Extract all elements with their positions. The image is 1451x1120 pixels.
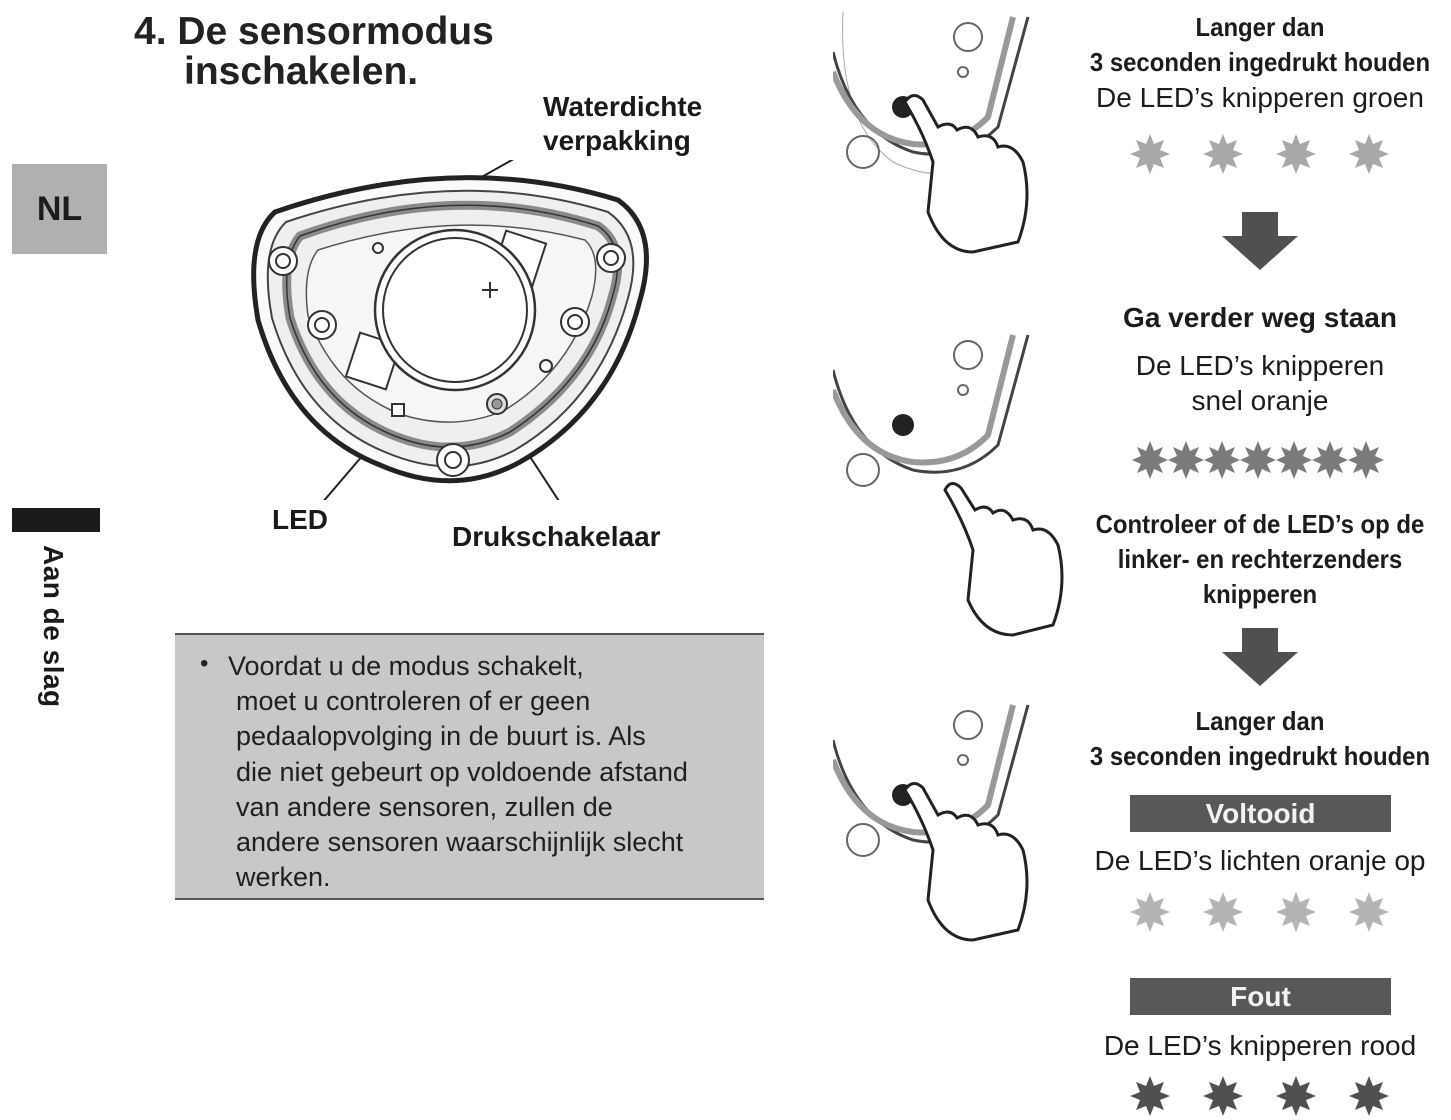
down-arrow-icon bbox=[1222, 212, 1298, 270]
section-marker-bar bbox=[12, 508, 100, 532]
led-star-icon bbox=[1132, 441, 1168, 479]
step2-check-line-1: Controleer of de LED’s op de bbox=[1095, 509, 1425, 539]
led-star-icon bbox=[1204, 441, 1240, 479]
led-star-icon bbox=[1168, 441, 1204, 479]
note-line: die niet gebeurt op voldoende afstand bbox=[236, 756, 688, 787]
led-star-icon bbox=[1130, 134, 1170, 174]
release-hand-illustration bbox=[833, 334, 1064, 637]
led-star-icon bbox=[1240, 441, 1276, 479]
step2-result: De LED’s knipperen snel oranje bbox=[1060, 348, 1451, 418]
press-hand-illustration-2 bbox=[833, 704, 1030, 942]
led-star-icon bbox=[1276, 134, 1316, 174]
title-line-2: inschakelen. bbox=[184, 50, 419, 93]
step1-instruction: Langer dan 3 seconden ingedrukt houden bbox=[1076, 10, 1444, 80]
note-line: andere sensoren waarschijnlijk slecht bbox=[236, 827, 684, 858]
note-text: Voordat u de modus schakelt, moet u cont… bbox=[228, 649, 766, 895]
led-star-icon bbox=[1276, 441, 1312, 479]
waterproof-label-line-1: Waterdichte bbox=[543, 91, 703, 122]
step3-line-1: Langer dan bbox=[1195, 706, 1325, 736]
step2-check-line-3: knipperen bbox=[1202, 579, 1318, 609]
led-blink-row-fast-orange bbox=[1132, 441, 1384, 479]
error-text: De LED’s knipperen rood bbox=[1103, 1030, 1417, 1061]
step2-result-line-2: snel oranje bbox=[1191, 385, 1329, 416]
note-line: werken. bbox=[236, 862, 331, 893]
led-star-icon bbox=[1349, 134, 1389, 174]
led-star-icon bbox=[1276, 1076, 1316, 1116]
led-star-icon bbox=[1203, 892, 1243, 932]
language-tab: NL bbox=[12, 164, 107, 254]
led-blink-row-red bbox=[1130, 1076, 1389, 1116]
led-star-icon bbox=[1130, 892, 1170, 932]
section-label: Aan de slag bbox=[38, 545, 69, 708]
push-switch-label: Drukschakelaar bbox=[452, 521, 661, 552]
note-line: moet u controleren of er geen bbox=[236, 686, 591, 717]
waterproof-packing-label: Waterdichte verpakking bbox=[543, 90, 702, 158]
step2-heading: Ga verder weg staan bbox=[1123, 302, 1397, 333]
waterproof-label-line-2: verpakking bbox=[543, 125, 691, 156]
led-star-icon bbox=[1203, 1076, 1243, 1116]
step3-line-2: 3 seconden ingedrukt houden bbox=[1089, 741, 1431, 771]
language-tab-label: NL bbox=[36, 189, 83, 228]
led-blink-row-orange-on bbox=[1130, 892, 1389, 932]
down-arrow-icon bbox=[1222, 628, 1298, 686]
note-bullet: • bbox=[200, 650, 209, 677]
note-line: van andere sensoren, zullen de bbox=[236, 791, 613, 822]
step1-result: De LED’s knipperen groen bbox=[1096, 82, 1424, 113]
led-label: LED bbox=[272, 504, 328, 535]
done-badge: Voltooid bbox=[1130, 795, 1391, 832]
step1-line-2: 3 seconden ingedrukt houden bbox=[1089, 47, 1431, 77]
step2-result-line-1: De LED’s knipperen bbox=[1135, 350, 1385, 381]
led-star-icon bbox=[1312, 441, 1348, 479]
note-line: pedaalopvolging in de buurt is. Als bbox=[236, 721, 646, 752]
press-hand-illustration-1 bbox=[833, 12, 1030, 254]
step2-check-line-2: linker- en rechterzenders bbox=[1117, 544, 1403, 574]
title-line-1: 4. De sensormodus bbox=[134, 10, 494, 53]
led-blink-row-green bbox=[1130, 134, 1389, 174]
step2-check: Controleer of de LED’s op de linker- en … bbox=[1076, 507, 1444, 612]
led-star-icon bbox=[1349, 892, 1389, 932]
step1-line-1: Langer dan bbox=[1195, 12, 1325, 42]
led-star-icon bbox=[1276, 892, 1316, 932]
led-star-icon bbox=[1349, 1076, 1389, 1116]
note-box bbox=[175, 633, 764, 900]
led-star-icon bbox=[1130, 1076, 1170, 1116]
error-badge: Fout bbox=[1130, 978, 1391, 1015]
led-star-icon bbox=[1348, 441, 1384, 479]
step3-instruction: Langer dan 3 seconden ingedrukt houden bbox=[1076, 704, 1444, 774]
sensor-device-illustration bbox=[251, 160, 649, 500]
page-title: 4. De sensormodus inschakelen. bbox=[134, 12, 494, 92]
note-line: Voordat u de modus schakelt, bbox=[228, 651, 584, 681]
led-star-icon bbox=[1203, 134, 1243, 174]
done-text: De LED’s lichten oranje op bbox=[1094, 845, 1426, 876]
